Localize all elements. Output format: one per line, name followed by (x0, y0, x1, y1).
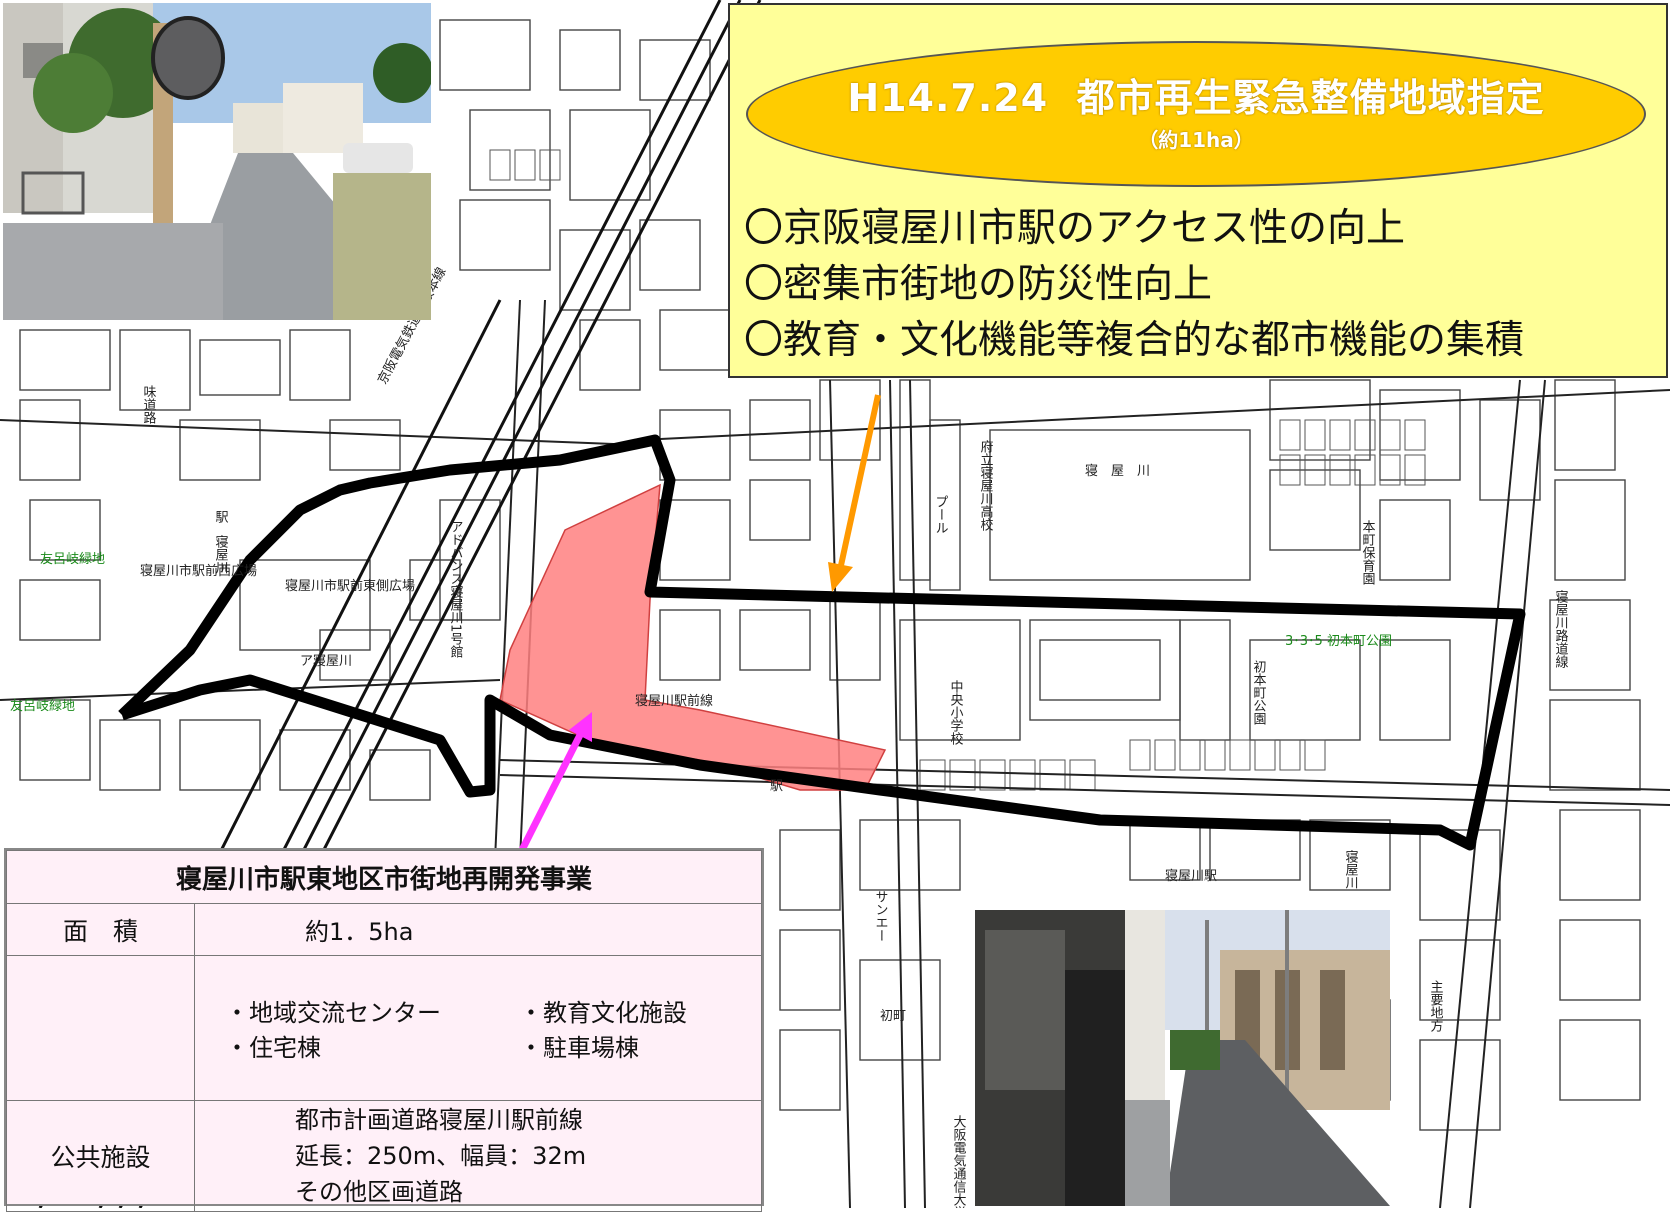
designation-name: 都市再生緊急整備地域指定 (1076, 76, 1545, 120)
map-label-main-road: 主要地方 (1428, 980, 1444, 1033)
map-label-neyagawa-vertical: 寝屋川 (213, 534, 229, 574)
magenta-arrow (518, 712, 592, 852)
facilities-cell: ・地域交流センター ・住宅棟 ・教育文化施設 ・駐車場棟 (194, 955, 762, 1101)
map-label-advance: アドバンス寝屋川1号館 (448, 520, 464, 659)
map-label-pool: プール (933, 495, 948, 534)
urban-renewal-boundary (118, 434, 1526, 851)
map-label-mido: 味道路 (141, 385, 157, 424)
small-buildings (489, 149, 1426, 791)
objective-item: 〇京阪寝屋川市駅のアクセス性の向上 (744, 206, 1406, 251)
designation-area: （約11ha） (1138, 128, 1254, 152)
project-info-table: 寝屋川市駅東地区市街地再開発事業 面 積 約1．5ha ・地域交流センター ・住… (6, 850, 762, 1212)
map-label-park: 3･3･5 初本町公園 (1285, 634, 1392, 649)
map-label-station-road: 寝屋川駅前線 (635, 693, 713, 709)
facility-item: ・地域交流センター (225, 999, 441, 1027)
map-label-high-school: 府立寝屋川高校 (978, 440, 994, 531)
map-label-east-plaza: 寝屋川市駅前東側広場 (285, 578, 415, 594)
facilities-label (6, 955, 195, 1101)
map-label-osaka-univ: 大阪電気通信大学 (951, 1115, 967, 1208)
map-label-west-plaza: 寝屋川市駅前西広場 (140, 563, 257, 579)
area-label: 面 積 (6, 903, 195, 956)
designation-title: H14.7.24 都市再生緊急整備地域指定 (748, 67, 1644, 122)
map-label-a-neyagawa: ア寝屋川 (300, 653, 352, 669)
map-label-right-road: 寝屋川路道線 (1553, 589, 1569, 668)
map-label-hatsumachi: 初町 (880, 1009, 906, 1024)
area-value-text: 約1．5ha (305, 918, 414, 946)
objective-item: 〇密集市街地の防災性向上 (744, 262, 1213, 307)
map-label-park-vertical: 初本町公園 (1251, 660, 1267, 725)
public-facility-line: その他区画道路 (295, 1178, 463, 1206)
designation-date: H14.7.24 (847, 76, 1049, 120)
street-photo-top-left (3, 3, 431, 320)
project-title: 寝屋川市駅東地区市街地再開発事業 (6, 850, 762, 904)
orange-arrow (828, 394, 881, 592)
area-value: 約1．5ha (194, 903, 762, 956)
facility-item: ・教育文化施設 (519, 999, 687, 1027)
map-label-green2: 友呂岐緑地 (10, 698, 75, 714)
street-photo-bottom-right (975, 910, 1390, 1206)
facility-item: ・駐車場棟 (519, 1034, 639, 1062)
public-facilities-label: 公共施設 (6, 1100, 195, 1212)
objective-item: 〇教育・文化機能等複合的な都市機能の集積 (744, 318, 1525, 363)
public-facility-line: 延長：250m、幅員：32m (295, 1142, 587, 1170)
map-label-neyagawa-right: 寝屋川 (1343, 849, 1359, 889)
map-label-station-road-right: 寝屋川駅 (1165, 868, 1217, 884)
map-label-nursery: 本町保育園 (1360, 520, 1376, 585)
map-label-sta: 駅 (770, 779, 783, 794)
map-label-neyagawa: 寝 屋 川 (1085, 463, 1150, 479)
public-facility-line: 都市計画道路寝屋川駅前線 (295, 1106, 583, 1134)
map-label-green1: 友呂岐緑地 (40, 551, 105, 567)
designation-oval: H14.7.24 都市再生緊急整備地域指定 （約11ha） (746, 41, 1646, 187)
public-facilities-cell: 都市計画道路寝屋川駅前線 延長：250m、幅員：32m その他区画道路 (194, 1100, 762, 1212)
map-label-station-west: 駅 (213, 510, 229, 524)
project-info-box: 寝屋川市駅東地区市街地再開発事業 面 積 約1．5ha ・地域交流センター ・住… (4, 848, 764, 1212)
map-label-sanei: サンエー (873, 890, 888, 942)
building-blocks (19, 19, 1641, 1131)
facility-item: ・住宅棟 (225, 1034, 321, 1062)
objectives-list: 〇京阪寝屋川市駅のアクセス性の向上 〇密集市街地の防災性向上 〇教育・文化機能等… (744, 201, 1524, 369)
map-label-middle-school: 中央小学校 (948, 680, 964, 745)
designation-callout: H14.7.24 都市再生緊急整備地域指定 （約11ha） 〇京阪寝屋川市駅のア… (728, 3, 1668, 378)
